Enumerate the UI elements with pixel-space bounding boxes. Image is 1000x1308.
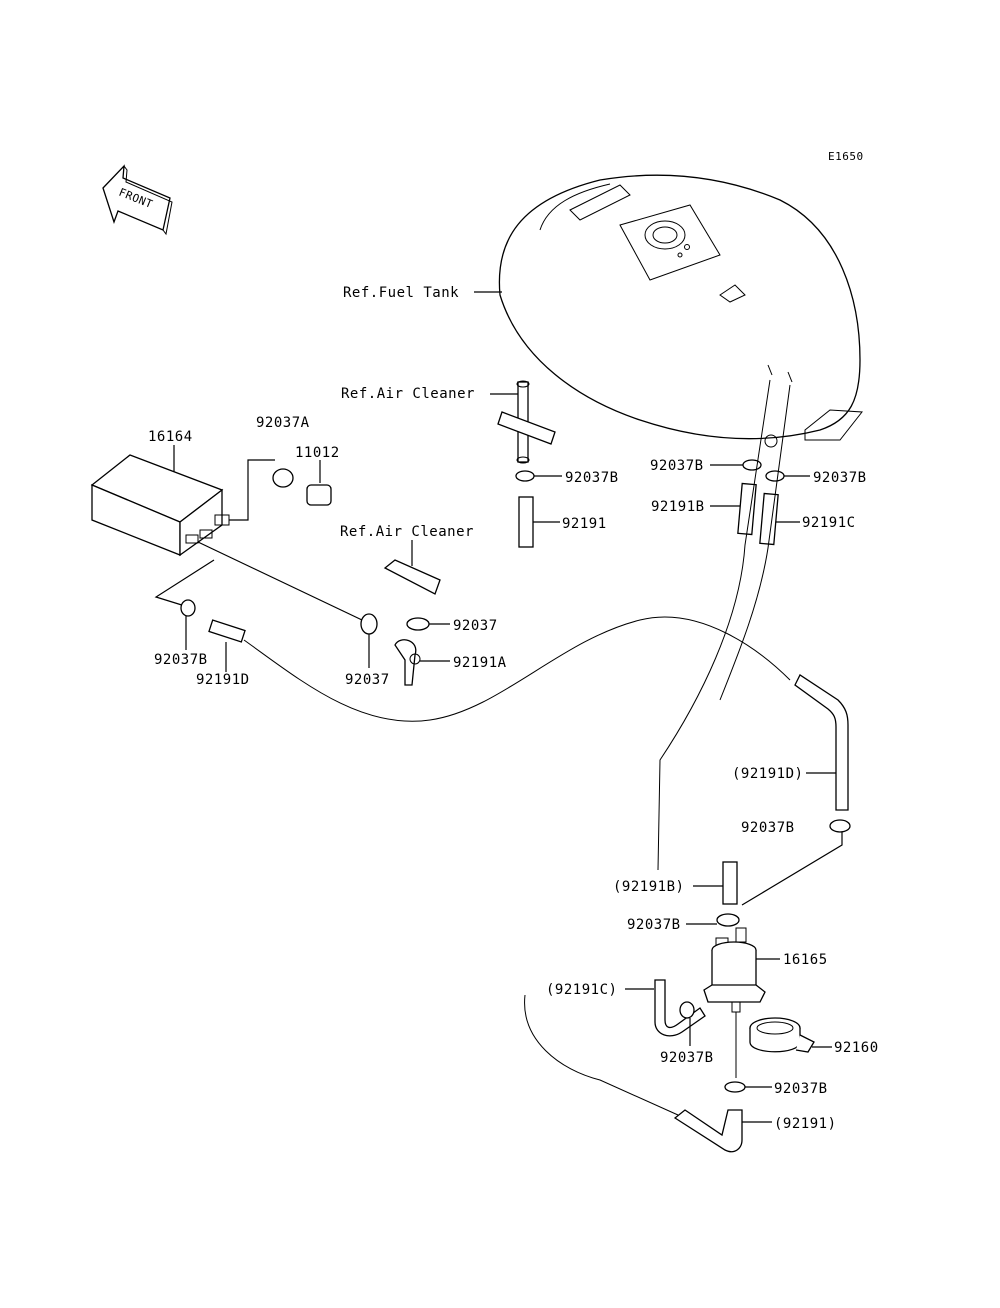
clamp-92037	[406, 617, 430, 631]
hose-92191b	[737, 482, 757, 536]
label-92191b-ref: (92191B)	[613, 879, 684, 895]
diagram-code: E1650	[828, 150, 864, 163]
clamp-92037b-2	[742, 459, 762, 471]
hose-92191c-ref	[654, 979, 706, 1037]
hose-92191d	[208, 619, 246, 643]
label-92037b-1: 92037B	[565, 470, 619, 486]
label-92037b-2: 92037B	[650, 458, 704, 474]
clamp-92037b-left	[180, 599, 196, 617]
label-92191c-ref: (92191C)	[546, 982, 617, 998]
clamp-92037b-1	[515, 470, 535, 482]
label-92037a: 92037A	[256, 415, 310, 431]
label-92037b-6: 92037B	[660, 1050, 714, 1066]
bracket-92160-drawing	[749, 1017, 815, 1053]
label-16165: 16165	[783, 952, 828, 968]
label-92191d: 92191D	[196, 672, 250, 688]
clamp-92037b-4	[829, 819, 851, 833]
air-cleaner-hose-drawing	[383, 559, 441, 595]
hose-92191a	[394, 639, 417, 686]
label-92037b-3: 92037B	[813, 470, 867, 486]
clamp-92037b-6	[679, 1001, 695, 1019]
label-92037: 92037	[453, 618, 498, 634]
label-92160: 92160	[834, 1040, 879, 1056]
label-16164: 16164	[148, 429, 193, 445]
hose-92191	[518, 496, 534, 548]
hose-92191b-ref	[722, 861, 738, 905]
label-ref-air-cleaner-2: Ref.Air Cleaner	[340, 524, 474, 540]
label-92037b-left: 92037B	[154, 652, 208, 668]
label-92191: 92191	[562, 516, 607, 532]
label-92191-ref: (92191)	[774, 1116, 837, 1132]
label-92191a: 92191A	[453, 655, 507, 671]
label-92191d-ref: (92191D)	[732, 766, 803, 782]
label-92191b: 92191B	[651, 499, 705, 515]
label-92191c: 92191C	[802, 515, 856, 531]
clamp-92037b-7	[724, 1081, 746, 1093]
canister-16164-drawing	[90, 454, 230, 557]
clamp-92037b-5	[716, 913, 740, 927]
cap-11012	[306, 484, 332, 506]
t-fitting-drawing	[497, 380, 556, 464]
clamp-92037-2	[360, 613, 378, 635]
label-92037-2: 92037	[345, 672, 390, 688]
clamp-92037b-3	[765, 470, 785, 482]
fuel-pump-16165-drawing	[703, 927, 766, 1013]
label-11012: 11012	[295, 445, 340, 461]
front-arrow-icon: FRONT	[102, 164, 173, 236]
hose-92191-ref	[673, 1109, 743, 1153]
clamp-92037a	[272, 468, 294, 488]
label-92037b-5: 92037B	[627, 917, 681, 933]
label-92037b-4: 92037B	[741, 820, 795, 836]
label-92037b-7: 92037B	[774, 1081, 828, 1097]
hose-92191d-ref	[794, 674, 849, 811]
fuel-tank-drawing	[498, 174, 863, 448]
label-ref-fuel-tank: Ref.Fuel Tank	[343, 285, 459, 301]
label-ref-air-cleaner-1: Ref.Air Cleaner	[341, 386, 475, 402]
